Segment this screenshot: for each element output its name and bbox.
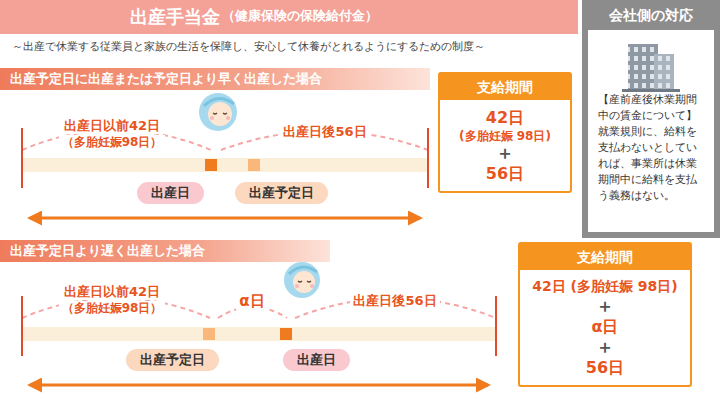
span-label: 出産日以前42日 xyxy=(61,118,163,134)
panel-ground xyxy=(582,0,720,238)
title-note: （健康保険の保険給付金） xyxy=(222,8,378,24)
date-pill: 出産予定日 xyxy=(126,349,219,371)
period-body: 42日 (多胎妊娠 98日)＋α日＋56日 xyxy=(520,270,690,379)
date-label: 出産日 xyxy=(297,352,336,368)
date-label: 出産予定日 xyxy=(140,352,205,368)
timeline-early xyxy=(22,128,428,218)
period-value: ＋ xyxy=(524,338,686,356)
period-value: 56日 xyxy=(524,356,686,379)
period-body: 42日(多胎妊娠 98日)＋56日 xyxy=(440,100,570,185)
span-note: （多胎妊娠98日） xyxy=(59,301,166,315)
period-value: (多胎妊娠 98日) xyxy=(444,129,566,143)
period-value: 42日 (多胎妊娠 98日) xyxy=(524,276,686,297)
panel-inner xyxy=(588,30,714,232)
period-value: α日 xyxy=(524,315,686,338)
period-heading: 支給期間 xyxy=(440,74,570,100)
date-pill: 出産日 xyxy=(137,182,204,204)
panel-heading: 会社側の対応 xyxy=(582,0,720,24)
period-value: ＋ xyxy=(444,144,566,162)
date-pill: 出産予定日 xyxy=(235,182,328,204)
section-band: 出産予定日に出産または予定日より早く出産した場合 xyxy=(0,68,430,90)
company-panel: 会社側の対応【産前産後休業期間中の賃金について】就業規則に、給料を支払わないとし… xyxy=(582,0,720,238)
span-label: 出産日後56日 xyxy=(280,124,369,140)
span-note: （多胎妊娠98日） xyxy=(59,135,166,149)
baby-figure xyxy=(284,262,320,298)
building-icon xyxy=(622,44,680,92)
section-heading: 出産予定日より遅く出産した場合 xyxy=(10,242,320,260)
subtitle: ～出産で休業する従業員と家族の生活を保障し、安心して休養がとれるようにするための… xyxy=(12,40,485,53)
date-pill: 出産日 xyxy=(283,349,350,371)
period-box: 支給期間42日(多胎妊娠 98日)＋56日 xyxy=(438,72,572,193)
section-heading: 出産予定日に出産または予定日より早く出産した場合 xyxy=(10,70,420,88)
period-box: 支給期間42日 (多胎妊娠 98日)＋α日＋56日 xyxy=(518,242,692,387)
panel-text: 【産前産後休業期間中の賃金について】 xyxy=(588,92,714,124)
baby-figure xyxy=(199,93,237,131)
section-band: 出産予定日より遅く出産した場合 xyxy=(0,240,330,262)
title-bar xyxy=(0,0,578,34)
period-value: 56日 xyxy=(444,162,566,185)
date-label: 出産予定日 xyxy=(249,185,314,201)
period-value: ＋ xyxy=(524,297,686,315)
panel-text: 就業規則に、給料を支払わないとしていれば、事業所は休業期間中に給料を支払う義務は… xyxy=(588,124,714,204)
span-label: 出産日後56日 xyxy=(350,293,439,309)
span-label: α日 xyxy=(236,292,267,310)
span-label: 出産日以前42日 xyxy=(61,284,163,300)
period-value: 42日 xyxy=(444,106,566,129)
date-label: 出産日 xyxy=(151,185,190,201)
period-heading: 支給期間 xyxy=(520,244,690,270)
main-title: 出産手当金 xyxy=(130,6,220,28)
panel-body: 【産前産後休業期間中の賃金について】就業規則に、給料を支払わないとしていれば、事… xyxy=(582,24,720,204)
